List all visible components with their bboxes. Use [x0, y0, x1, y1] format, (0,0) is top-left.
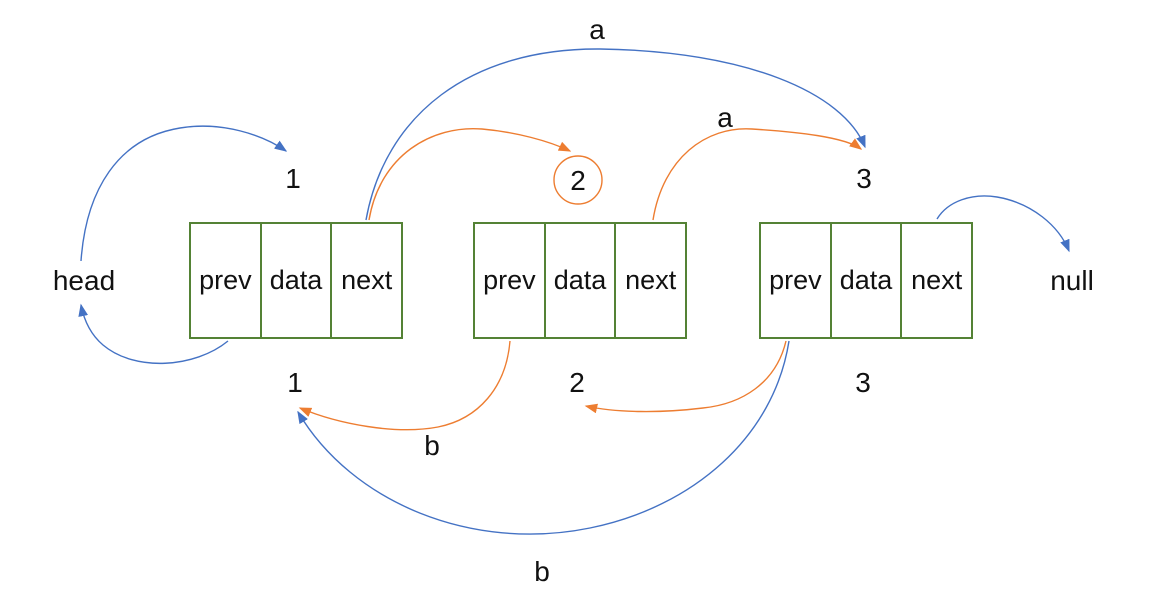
head-label: head [52, 265, 116, 296]
node1-top-label: 1 [285, 163, 301, 194]
list-node-3: prev data next [759, 222, 973, 339]
arrow-node2-next-to-node3 [652, 128, 863, 221]
node3-bottom-label: 3 [855, 367, 871, 398]
arrow-node3-prev-to-node2 [584, 340, 787, 414]
arc-label-b-bottom: b [534, 556, 550, 587]
arrow-node1-next-to-node3 [365, 48, 866, 221]
null-label: null [1050, 265, 1094, 296]
node3-top-label: 3 [856, 163, 872, 194]
node1-next-cell: next [341, 265, 393, 295]
arrow-node2-prev-to-node1 [298, 340, 511, 431]
arrow-node3-prev-to-node1 [297, 340, 790, 535]
arrow-node1-prev-to-head [78, 303, 229, 365]
arrow-node1-next-to-node2-loop [368, 127, 572, 221]
list-node-2: prev data next [473, 222, 687, 339]
arrow-head-to-node1 [80, 125, 288, 262]
self-loop-circle-node2 [553, 155, 603, 205]
node2-bottom-label: 2 [569, 367, 585, 398]
node1-prev-cell: prev [191, 224, 262, 337]
node1-bottom-label: 1 [287, 367, 303, 398]
node2-top-label: 2 [570, 165, 586, 196]
node2-data-cell: data [546, 224, 617, 337]
node3-data-cell: data [832, 224, 903, 337]
arc-label-b-mid: b [424, 430, 440, 461]
node2-prev-cell: prev [475, 224, 546, 337]
list-node-1: prev data next [189, 222, 403, 339]
arc-label-a-mid: a [717, 102, 733, 133]
arc-label-a-top: a [589, 14, 605, 45]
node3-prev-cell: prev [761, 224, 832, 337]
node3-next-cell: next [911, 265, 963, 295]
arrow-node3-next-to-null [936, 195, 1070, 253]
node2-next-cell: next [625, 265, 677, 295]
node1-data-cell: data [262, 224, 333, 337]
